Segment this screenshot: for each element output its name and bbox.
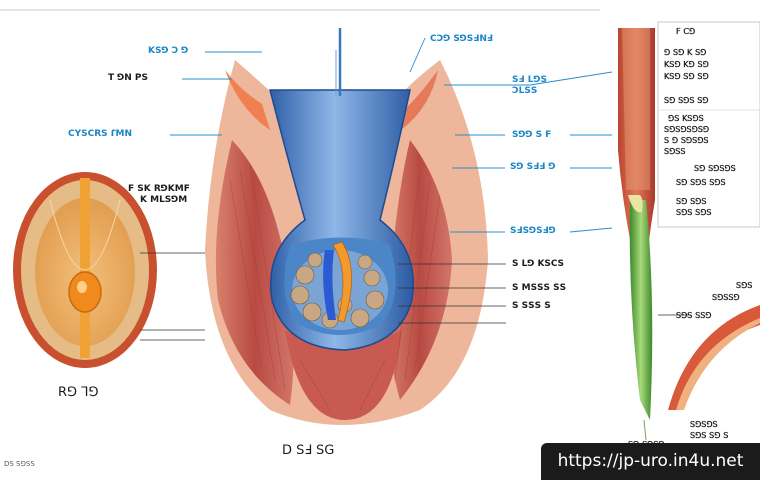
label-right-1b: ꓛꓡꓢꓢ [512,86,538,96]
right-text-panel-frame [657,21,760,228]
label-right-7: ꓢ ꓢꓢꓢ ꓢ [512,301,551,311]
label-left-seed-2: ꓗ ꓟꓡꓢꓨꓟ [140,195,188,205]
right-curved-tissue [668,305,760,410]
label-right-4: ꓢꓞꓢꓨꓢꓞꓨ [510,226,556,236]
label-bottom-small: ꓓꓢ ꓢꓨꓢꓢ [4,460,35,468]
label-right-1: ꓢꓞ ꓡꓨꓢ [512,75,547,85]
label-right-3: ꓢꓨ ꓢꓞꓞ ꓨ [510,162,556,172]
label-left-seed-1: ꓝ ꓢꓗ ꓣꓨꓗꓟꓝ [128,184,190,194]
panel-row: ꓢꓨꓢꓢ [664,146,686,156]
leader-lines [170,37,613,233]
panel-row: ꓢꓨꓢ ꓢꓨ ꓢ [690,430,729,440]
panel-row: ꓢꓨꓢ ꓢꓨꓢ [676,207,712,217]
url-watermark: https://jp-uro.in4u.net [541,443,760,480]
label-right-5: ꓢ ꓡꓨ ꓗꓢꓚꓢ [512,259,565,269]
panel-row: ꓢ ꓨ ꓢꓨꓢꓨꓢ [664,135,709,145]
panel-row: ꓨ ꓢꓨ ꓗ ꓢꓨ [664,47,707,57]
panel-row: ꓢꓨ ꓢꓨꓢ ꓢꓨ [664,95,709,105]
left-cross-section [13,172,157,368]
panel-row: ꓢꓨꓢꓢꓨ [712,292,740,302]
panel-row: ꓢꓨꓢ [736,280,753,290]
label-right-6: ꓢ ꓟꓢꓢꓢ ꓢꓢ [512,283,567,293]
panel-row: ꓢꓨ ꓢꓨꓢ [676,196,707,206]
label-top-center: ꓚꓛꓨ ꓢꓨꓢꓞꓠꓞ [430,34,494,44]
panel-row: ꓢꓨ ꓢꓨꓢ ꓢꓨꓢ [676,177,726,187]
panel-row: ꓢꓨꓢꓨꓢ [690,419,718,429]
panel-row: ꓨꓢ ꓗꓢꓨꓢ [668,113,704,123]
label-right-2: ꓢꓨꓨ ꓢ ꓝ [512,130,552,140]
central-organ [205,28,488,425]
panel-row: ꓢꓨꓢꓨꓢꓨꓢꓨ [664,124,710,134]
panel-row: ꓝ ꓚꓨ [676,26,696,36]
label-left-3: ꓚꓬꓢꓚꓣꓢ ꓩꓟꓠ [68,129,133,139]
panel-row: ꓗꓢꓨ ꓗꓨ ꓢꓨ [664,59,709,69]
panel-row: ꓢꓨꓢ ꓢꓢꓨ [676,310,712,320]
leader-lines-dark [140,252,690,341]
label-left-2: ꓔ ꓨꓠ ꓑꓢ [108,73,148,83]
label-bottom-left: ꓣꓨ ꓶꓨ [58,385,99,400]
panel-row: ꓗꓢꓨ ꓢꓨ ꓢꓨ [664,71,709,81]
panel-row: ꓢꓨ ꓢꓨꓢꓨꓢ [694,163,736,173]
label-bottom-center: ꓓ ꓢꓞ ꓢꓖ [282,443,335,458]
label-left-1: ꓗꓢꓨ ꓛ ꓨ [148,46,189,56]
right-vertical-strip [618,28,655,441]
